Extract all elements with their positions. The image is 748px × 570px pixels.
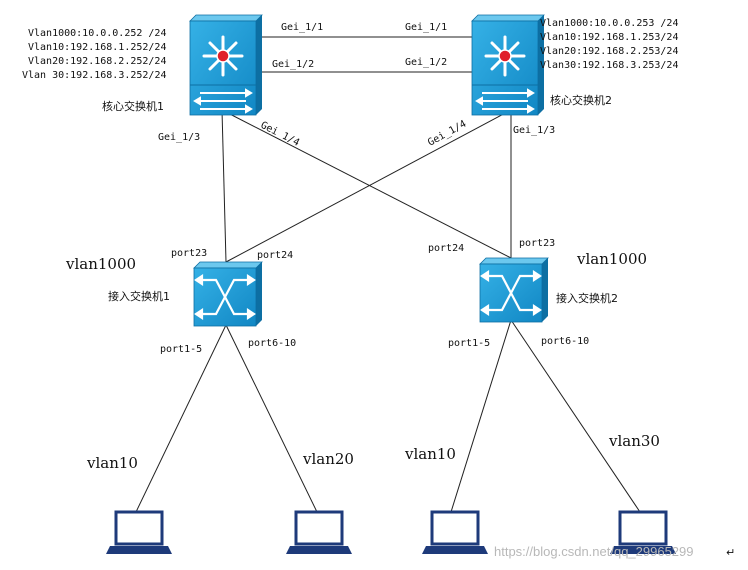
switch-cross-arrows-icon (480, 269, 542, 317)
link-access1-pc1 (135, 324, 227, 513)
laptop-pc-2[interactable] (286, 510, 352, 554)
pc1-vlan: vlan10 (86, 454, 138, 472)
access2-port24: port24 (428, 243, 464, 254)
switch-arrows-icon (475, 88, 535, 114)
access1-port24: port24 (257, 250, 293, 261)
switch-arrows-icon (193, 88, 253, 114)
core2-ip-vlan10: Vlan10:192.168.1.253/24 (540, 32, 678, 43)
core2-ip-vlan1000: Vlan1000:10.0.0.253 /24 (540, 18, 678, 29)
access2-port6-10: port6-10 (541, 336, 589, 347)
watermark: https://blog.csdn.net/qq_29965299 (494, 544, 694, 559)
core2-port-gei13: Gei_1/3 (513, 125, 555, 136)
core1-port-gei13: Gei_1/3 (158, 132, 200, 143)
link-core1-access1 (221, 109, 227, 263)
access1-vlan: vlan1000 (65, 255, 136, 273)
core-switch-2[interactable] (471, 14, 545, 116)
laptop-icon (286, 546, 352, 554)
core1-port-gei12: Gei_1/2 (272, 59, 314, 70)
access1-port23: port23 (171, 248, 207, 259)
laptop-pc-3[interactable] (422, 510, 488, 554)
laptop-pc-1[interactable] (106, 510, 172, 554)
core1-ip-vlan30: Vlan 30:192.168.3.252/24 (22, 70, 167, 81)
laptop-pc-4[interactable] (610, 510, 676, 554)
router-core-dot-icon (216, 49, 230, 63)
link-core2-access1 (225, 109, 512, 263)
core2-port-gei12: Gei_1/2 (405, 57, 447, 68)
core2-port-gei11: Gei_1/1 (405, 22, 447, 33)
link-core1-access2 (221, 109, 512, 259)
core1-ip-vlan20: Vlan20:192.168.2.252/24 (28, 56, 166, 67)
link-access1-pc2 (225, 324, 318, 513)
access1-port1-5: port1-5 (160, 344, 202, 355)
core1-port-gei14: Gei_1/4 (259, 120, 302, 149)
core1-port-gei11: Gei_1/1 (281, 22, 323, 33)
core2-name: 核心交换机2 (550, 93, 612, 107)
laptop-icon (106, 546, 172, 554)
return-mark-icon: ↵ (726, 546, 735, 559)
core1-ip-vlan1000: Vlan1000:10.0.0.252 /24 (28, 28, 166, 39)
access2-name: 接入交换机2 (556, 291, 618, 305)
router-core-dot-icon (498, 49, 512, 63)
access-switch-1[interactable] (193, 261, 263, 327)
core1-name: 核心交换机1 (102, 99, 164, 113)
laptop-icon (422, 546, 488, 554)
access-switch-2[interactable] (479, 257, 549, 323)
pc3-vlan: vlan10 (404, 445, 456, 463)
core2-ip-vlan30: Vlan30:192.168.3.253/24 (540, 60, 678, 71)
access1-name: 接入交换机1 (108, 289, 170, 303)
switch-cross-arrows-icon (194, 273, 256, 321)
core1-ip-vlan10: Vlan10:192.168.1.252/24 (28, 42, 166, 53)
access2-port23: port23 (519, 238, 555, 249)
pc2-vlan: vlan20 (302, 450, 354, 468)
links (135, 36, 641, 513)
access2-vlan: vlan1000 (576, 250, 647, 268)
core-switch-1[interactable] (189, 14, 263, 116)
access1-port6-10: port6-10 (248, 338, 296, 349)
access2-port1-5: port1-5 (448, 338, 490, 349)
laptop-icon (610, 546, 676, 554)
link-access2-pc4 (510, 319, 641, 513)
link-access2-pc3 (450, 319, 512, 513)
pc4-vlan: vlan30 (608, 432, 660, 450)
core2-ip-vlan20: Vlan20:192.168.2.253/24 (540, 46, 678, 57)
